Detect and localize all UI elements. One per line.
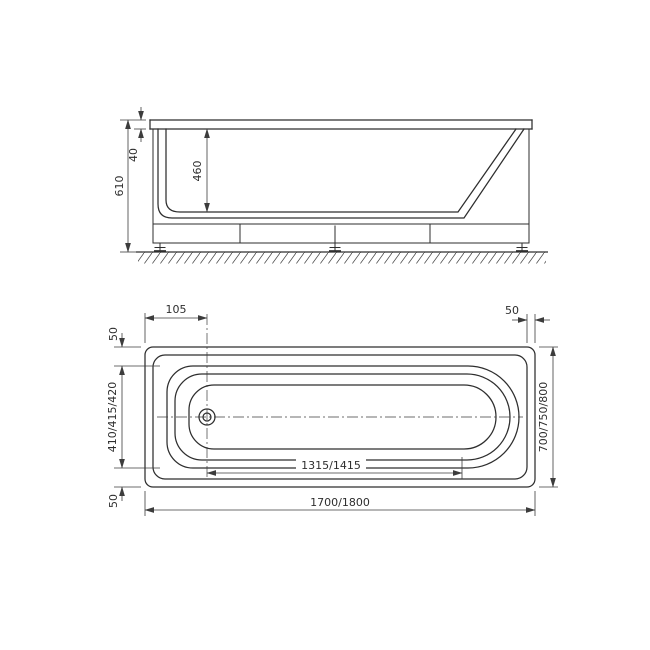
overall-width-label: 700/750/800 (537, 382, 550, 452)
plan-view-tub-outline (144, 346, 536, 488)
side-view: 610 40 460 (113, 107, 548, 264)
plan-view: 105 50 50 410/415/420 50 700/750/800 (106, 303, 558, 516)
inner-length-label-mask (296, 459, 366, 471)
ground-line (136, 251, 548, 264)
overall-length-label: 1700/1800 (310, 496, 370, 509)
side-view-dimensions: 610 40 460 (113, 107, 210, 253)
rim-margin-right-label: 50 (505, 304, 519, 317)
rim-height-label: 40 (127, 148, 140, 162)
ground-hatching (138, 252, 546, 264)
plan-view-dimensions: 105 50 50 410/415/420 50 700/750/800 (106, 303, 558, 516)
rim-margin-top-left-label: 50 (107, 327, 120, 341)
foot-right-icon (516, 242, 528, 253)
tub-opening-outer-edge (166, 365, 520, 469)
drain-offset-label: 105 (166, 303, 187, 316)
side-height-label: 610 (113, 176, 126, 197)
foot-middle-icon (329, 225, 341, 253)
inner-length-label: 1315/1415 (301, 459, 361, 472)
inner-width-label: 410/415/420 (106, 382, 119, 452)
tub-bottom-edge (188, 384, 497, 450)
foot-left-icon (154, 242, 166, 253)
rim-margin-bottom-left-label: 50 (107, 494, 120, 508)
inner-depth-label: 460 (191, 161, 204, 182)
side-view-tub-outline (149, 119, 533, 219)
drain-icon (198, 408, 216, 426)
tub-opening-inner-edge (174, 373, 511, 461)
tub-rim-inner-edge (152, 354, 528, 480)
tub-outer-edge (144, 346, 536, 488)
centerlines (157, 314, 523, 478)
side-view-support-frame (152, 128, 530, 253)
